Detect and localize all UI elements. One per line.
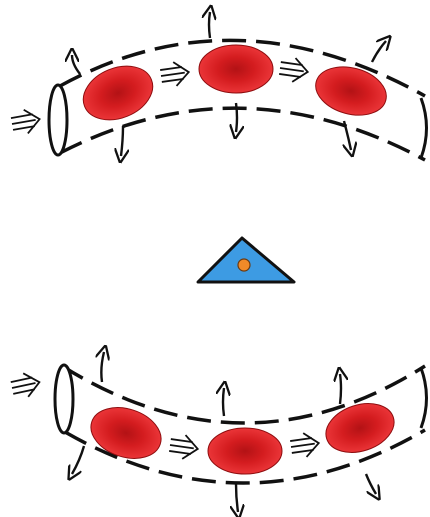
top-arrow-down-1: [121, 125, 123, 156]
bottom-arrow-down-1: [72, 445, 86, 474]
top-arrow-up-3: [370, 41, 386, 63]
bottom-cell-2: [207, 427, 283, 475]
top-vessel: [10, 12, 428, 162]
top-flow-marker-left: [10, 108, 41, 134]
bottom-flow-marker-middle-1: [169, 434, 200, 460]
top-flow-marker-middle-1: [160, 61, 191, 87]
bottom-arrow-up-3: [340, 374, 341, 405]
bottom-vessel-opening: [53, 363, 75, 435]
top-arrow-down-2: [236, 102, 237, 132]
bottom-vessel-right-cut: [419, 367, 428, 429]
bottom-cell-3: [325, 403, 395, 453]
top-vessel-right-cut: [419, 97, 428, 159]
bottom-flow-marker-middle-2: [290, 432, 321, 458]
bottom-arrow-up-2: [223, 388, 224, 417]
top-flow-marker-middle-2: [279, 57, 310, 83]
bottom-vessel-lower-wall: [64, 428, 426, 485]
bottom-arrow-down-3: [364, 473, 376, 494]
top-vessel-upper-wall: [59, 38, 426, 98]
bottom-vessel-upper-wall: [61, 364, 426, 425]
center-triangle-marker: [196, 236, 296, 284]
top-vessel-lower-wall: [59, 106, 426, 162]
bottom-arrow-up-1: [101, 352, 104, 383]
top-vessel-opening: [47, 83, 69, 157]
bottom-cell-1: [90, 407, 162, 459]
triangle-dot: [237, 258, 251, 272]
top-arrow-down-3: [344, 120, 351, 150]
top-arrow-up-2: [209, 12, 210, 39]
bottom-vessel: [10, 352, 428, 512]
bottom-arrow-down-2: [236, 483, 238, 512]
top-cell-3: [315, 66, 387, 116]
bottom-flow-marker-left: [10, 372, 41, 398]
top-cell-2: [198, 44, 274, 94]
top-cell-1: [82, 65, 154, 121]
top-arrow-up-1: [72, 55, 81, 75]
